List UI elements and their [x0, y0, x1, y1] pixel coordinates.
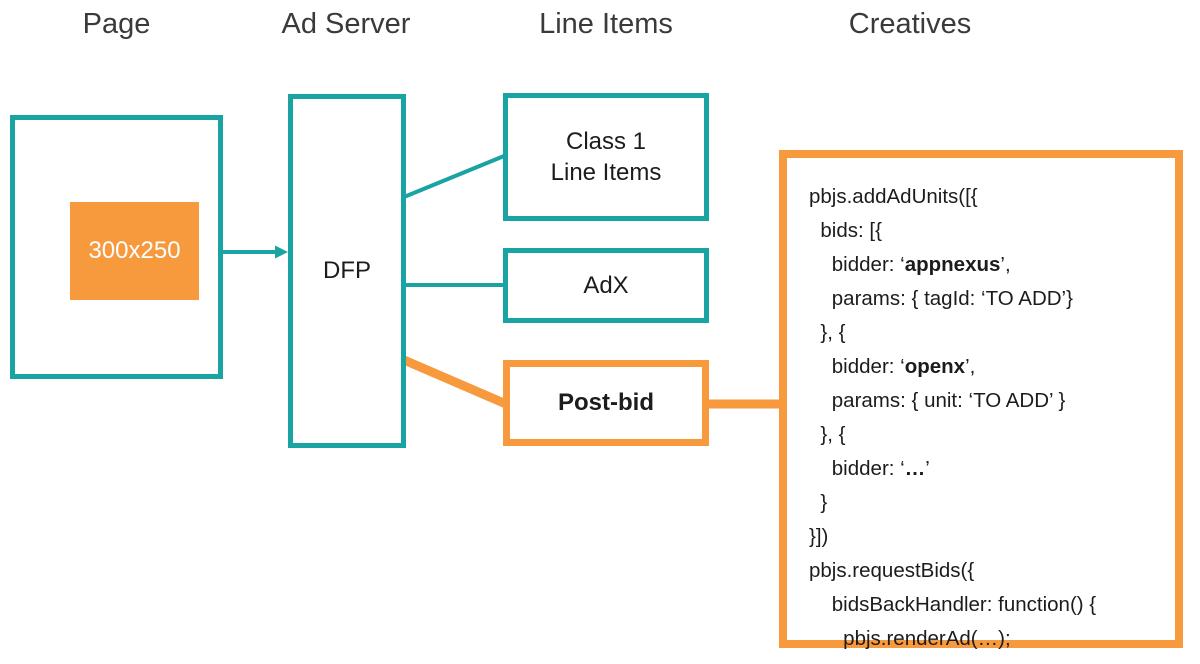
code-line: bidder: ‘appnexus’, — [809, 253, 1011, 276]
code-line: bidder: ‘openx’, — [809, 355, 976, 378]
code-line: bidder: ‘…’ — [809, 457, 930, 480]
code-line: }, { — [809, 321, 846, 344]
code-line: }]) — [809, 525, 829, 548]
column-heading-page: Page — [82, 8, 151, 40]
code-line: }, { — [809, 423, 846, 446]
ad-server-dfp-label: DFP — [323, 257, 371, 285]
code-line: } — [809, 491, 828, 514]
code-line: bids: [{ — [809, 219, 882, 242]
code-bidder-name: … — [904, 457, 926, 480]
line-item-class1-label: Class 1 Line Items — [551, 126, 662, 188]
connector-dfp-to-class1 — [403, 154, 505, 199]
line-item-postbid-box: Post-bid — [503, 360, 709, 446]
line-item-adx-box: AdX — [503, 248, 709, 323]
ad-server-dfp-box: DFP — [288, 94, 406, 448]
code-line: } — [809, 656, 1169, 664]
line-item-class1-label-line1: Class 1 — [565, 127, 647, 155]
line-item-class1-label-line2: Line Items — [550, 159, 662, 186]
line-item-adx-label: AdX — [583, 271, 629, 299]
code-line: bidsBackHandler: function() { — [809, 593, 1097, 616]
code-bidder-name: openx — [904, 355, 966, 378]
code-line: params: { tagId: ‘TO ADD’} — [809, 287, 1073, 310]
column-heading-ad-server: Ad Server — [281, 8, 411, 40]
creatives-code-panel: pbjs.addAdUnits([{ bids: [{ bidder: ‘app… — [779, 150, 1183, 664]
creative-size-label: 300x250 — [88, 237, 181, 264]
line-item-class1-box: Class 1 Line Items — [503, 93, 709, 221]
creative-300x250-box: 300x250 — [70, 202, 199, 300]
column-heading-creatives: Creatives — [848, 8, 972, 40]
line-item-postbid-label: Post-bid — [558, 389, 654, 417]
code-line: pbjs.requestBids({ — [809, 559, 975, 582]
column-heading-line-items: Line Items — [539, 8, 673, 40]
code-snippet: pbjs.addAdUnits([{ bids: [{ bidder: ‘app… — [809, 180, 1169, 664]
code-bidder-name: appnexus — [904, 253, 1001, 276]
code-line: pbjs.renderAd(…); — [809, 627, 1011, 650]
connector-dfp-to-postbid — [402, 355, 508, 409]
code-line: params: { unit: ‘TO ADD’ } — [809, 389, 1066, 412]
code-line: pbjs.addAdUnits([{ — [809, 185, 978, 208]
